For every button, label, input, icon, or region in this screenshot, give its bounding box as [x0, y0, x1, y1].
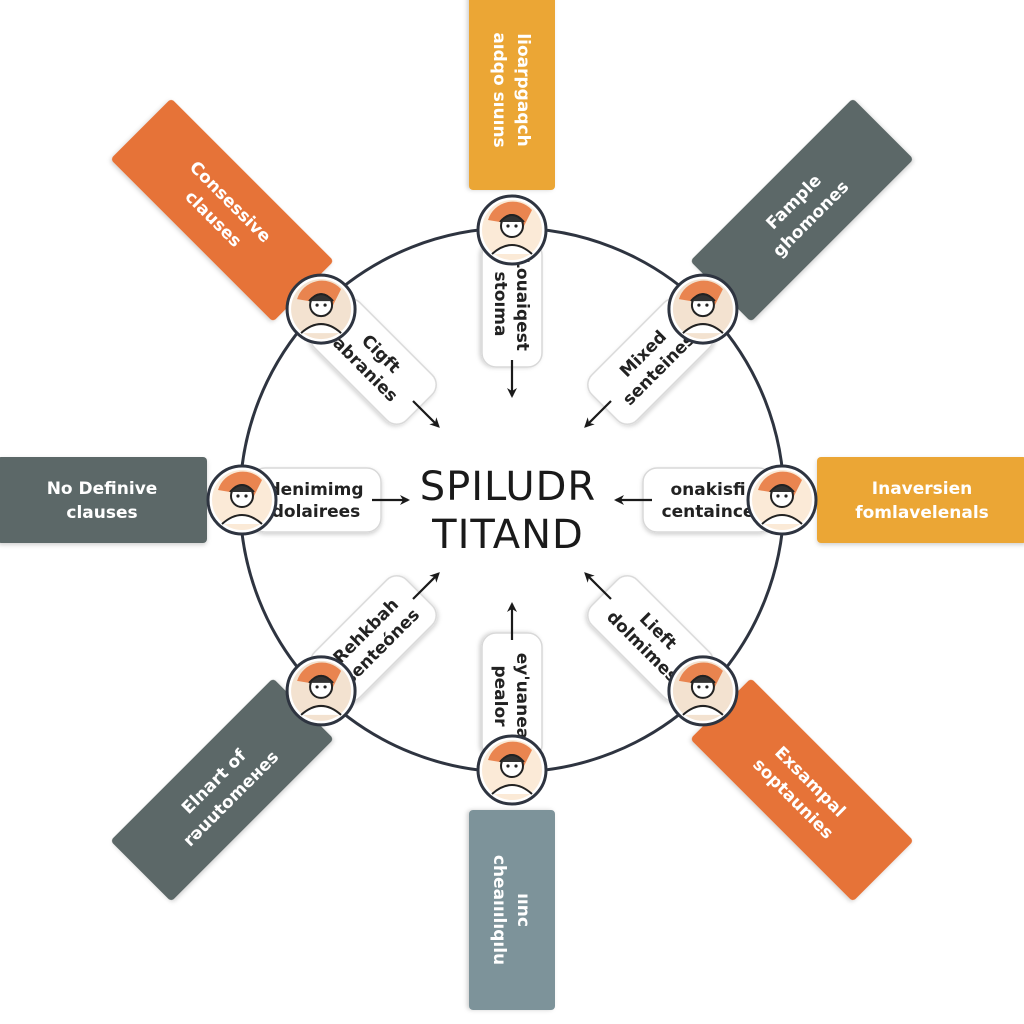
branch-left-panel	[0, 457, 207, 543]
branch-bottom-label-line-1: ıınс	[513, 893, 533, 927]
branch-top-inner-line-2: stoıma	[490, 272, 510, 337]
branch-bottom-left-arrow	[412, 572, 440, 600]
branch-bottom-label-line-2: cheaııılıqılu	[489, 855, 509, 965]
branch-left-label-line-2: clauses	[66, 503, 137, 523]
branch-left-box: No Definive clauses	[0, 457, 207, 543]
branch-bottom-left-person-icon	[285, 655, 357, 727]
branch-left-label-line-1: No Definive	[47, 479, 158, 499]
branch-top-right-person-icon	[667, 273, 739, 345]
branch-right-inner-line-2: centaince	[662, 502, 755, 522]
center-title-line-2: TITAND	[431, 512, 584, 558]
branch-top-label-line-2: aıdqo sıuıns	[489, 32, 509, 147]
branch-right-label-line-1: Inaversien	[872, 479, 972, 499]
branch-right-inner-line-1: onakisfi	[670, 480, 745, 500]
branch-bottom-right-panel	[691, 679, 912, 900]
branch-left-person-icon	[206, 464, 278, 536]
branch-bottom-inner-line-2: pealor	[490, 665, 510, 727]
center-title-line-1: SPILUDR	[420, 464, 596, 510]
branch-right-panel	[817, 457, 1024, 543]
avatar-icons	[206, 194, 818, 806]
branch-top-left-arrow	[412, 400, 440, 428]
branch-bottom-person-icon	[476, 734, 548, 806]
branch-top-person-icon	[476, 194, 548, 266]
branch-bottom-left-panel	[112, 679, 333, 900]
branch-left-inner-line-1: denimimg	[268, 480, 363, 500]
branch-bottom-right-person-icon	[667, 655, 739, 727]
branch-top-right-panel	[691, 100, 912, 321]
branch-right-label-line-2: fomlavelenals	[855, 503, 989, 523]
branch-right-box: Inaversien fomlavelenals	[817, 457, 1024, 543]
branch-top-inner-line-1: Louaiqest	[512, 257, 532, 351]
branch-bottom-inner-line-1: ey'uanea	[512, 653, 532, 740]
branch-top-left-panel	[112, 100, 333, 321]
branch-top-left-person-icon	[285, 273, 357, 345]
branch-top-label-line-1: lioaṛpgaqch	[513, 33, 533, 146]
branch-top-right-arrow	[584, 400, 612, 428]
branch-bottom-right-arrow	[584, 572, 612, 600]
branch-top-panel	[469, 0, 555, 190]
branch-right-person-icon	[746, 464, 818, 536]
branch-left-inner-line-2: dolairees	[272, 502, 361, 522]
branch-bottom-panel	[469, 810, 555, 1010]
